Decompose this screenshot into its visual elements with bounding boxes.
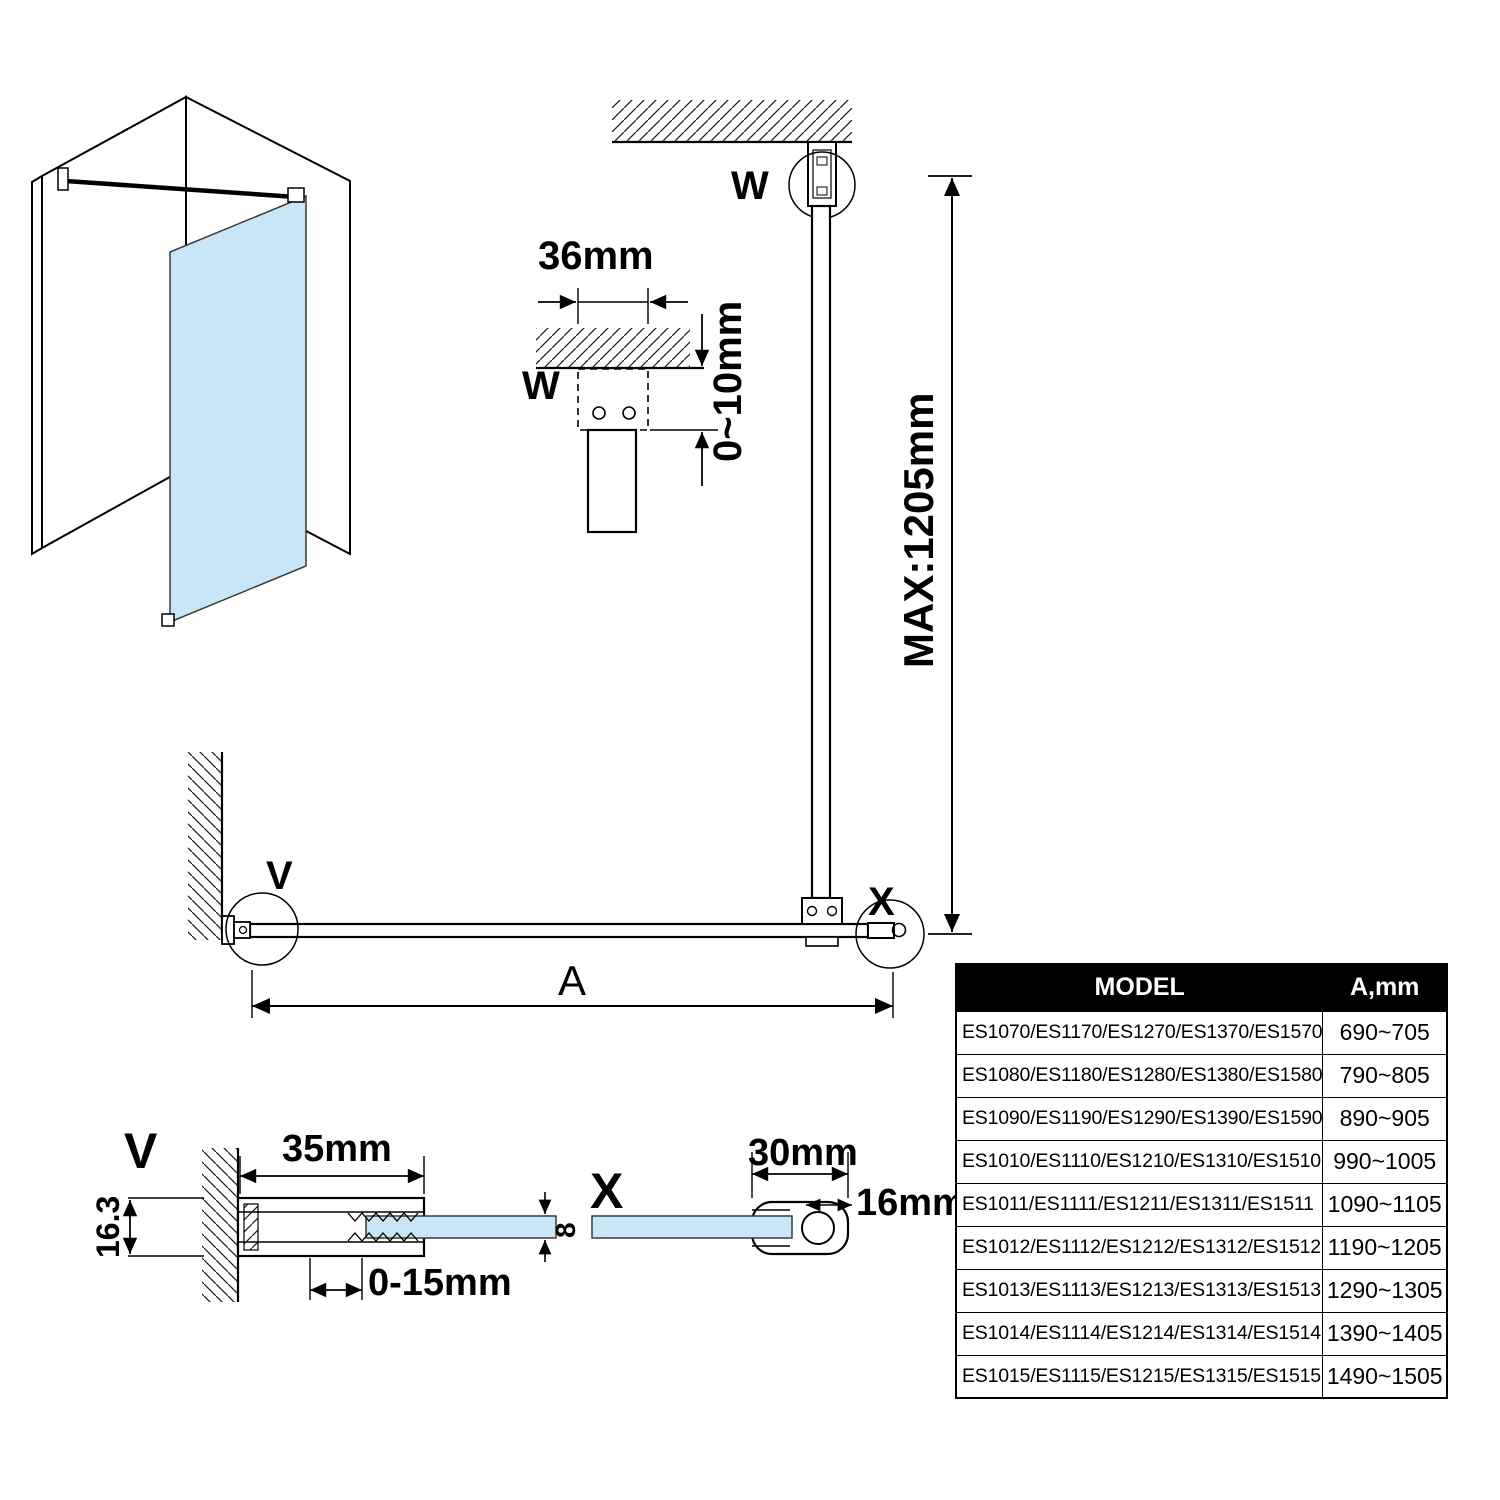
a-value-cell: 790~805 <box>1322 1053 1448 1098</box>
wall-mount <box>57 167 69 191</box>
model-cell: ES1080/ES1180/ES1280/ES1380/ES1580 <box>955 1053 1324 1098</box>
model-cell: ES1013/ES1113/ES1213/ES1313/ES1513 <box>955 1268 1324 1313</box>
spec-table: MODEL A,mm ES1070/ES1170/ES1270/ES1370/E… <box>955 963 1448 1399</box>
detail-x-ring <box>855 899 925 969</box>
bar-clamp <box>801 897 843 925</box>
screw-hole <box>622 406 636 420</box>
model-cell: ES1014/ES1114/ES1214/ES1314/ES1514 <box>955 1311 1324 1356</box>
detail-w-main-label: W <box>731 164 769 208</box>
bar-section <box>586 428 638 534</box>
dim-0-15mm-label: 0-15mm <box>368 1262 512 1304</box>
wall-hatch <box>188 752 222 940</box>
wall-bracket-arm <box>233 921 251 939</box>
clamp-screw <box>826 905 838 917</box>
support-bar <box>65 178 297 200</box>
a-value-cell: 1390~1405 <box>1322 1311 1448 1356</box>
dim-max-height-label: MAX:1205mm <box>895 392 942 668</box>
detail-v-label: V <box>124 1123 158 1179</box>
model-cell: ES1070/ES1170/ES1270/ES1370/ES1570 <box>955 1010 1324 1055</box>
dim-35mm-label: 35mm <box>282 1128 392 1170</box>
clamp-screw <box>806 905 818 917</box>
bar-end-cap <box>867 922 895 939</box>
model-cell: ES1015/ES1115/ES1215/ES1315/ES1515 <box>955 1354 1324 1399</box>
a-value-cell: 990~1005 <box>1322 1139 1448 1184</box>
detail-v-ring <box>225 892 299 966</box>
dim-16-3-label: 16.3 <box>90 1195 126 1258</box>
detail-w-section-label: W <box>522 364 560 408</box>
model-cell: ES1011/ES1111/ES1211/ES1311/ES1511 <box>955 1182 1324 1227</box>
model-column-header: MODEL <box>955 963 1324 1012</box>
dim-36mm-label: 36mm <box>538 234 654 278</box>
model-cell: ES1012/ES1112/ES1212/ES1312/ES1512 <box>955 1225 1324 1270</box>
a-value-cell: 1190~1205 <box>1322 1225 1448 1270</box>
dim-0-10mm-label: 0~10mm <box>706 300 750 462</box>
screw-hole <box>592 406 606 420</box>
isometric-view <box>31 95 351 627</box>
wall-anchor-view <box>188 752 894 1018</box>
glass-panel <box>169 194 307 624</box>
dim-a-label: A <box>558 957 587 1004</box>
dim-30mm-label: 30mm <box>748 1132 858 1174</box>
floor-foot <box>161 613 175 627</box>
detail-x-label: X <box>590 1163 624 1219</box>
clamp-serration-top <box>347 1212 419 1222</box>
dim-16mm-label: 16mm <box>856 1182 966 1224</box>
glass-section <box>365 1215 557 1239</box>
detail-w-bracket-section <box>536 288 718 534</box>
model-cell: ES1090/ES1190/ES1290/ES1390/ES1590 <box>955 1096 1324 1141</box>
a-value-cell: 1490~1505 <box>1322 1354 1448 1399</box>
a-column-header: A,mm <box>1322 963 1448 1012</box>
vertical-bar <box>810 204 832 900</box>
detail-v-main-label: V <box>266 854 293 898</box>
hidden-bracket <box>577 368 649 431</box>
dim-8mm-label: 8 <box>550 1222 581 1238</box>
end-cap-screw <box>891 922 907 938</box>
bracket-screw <box>238 925 248 935</box>
a-value-cell: 890~905 <box>1322 1096 1448 1141</box>
bar-glass-fitting <box>287 187 305 203</box>
profile-anchor-block <box>243 1203 259 1251</box>
a-value-cell: 1290~1305 <box>1322 1268 1448 1313</box>
a-value-cell: 1090~1105 <box>1322 1182 1448 1227</box>
clamp-serration-bottom <box>347 1232 419 1242</box>
detail-x-clamp <box>591 1152 852 1256</box>
glass-section <box>591 1215 793 1239</box>
main-assembly <box>248 100 972 969</box>
left-wall-edge <box>31 175 43 556</box>
a-value-cell: 690~705 <box>1322 1010 1448 1055</box>
horizontal-bar <box>248 922 870 939</box>
wall-hatch <box>202 1148 238 1302</box>
spec-table-header-row: MODEL A,mm <box>955 963 1448 1012</box>
detail-x-main-label: X <box>868 880 895 924</box>
left-wall <box>41 95 187 550</box>
ceiling-hatch <box>536 328 690 368</box>
ceiling-hatch <box>612 100 852 142</box>
detail-v-profile <box>122 1148 557 1302</box>
bar-bore <box>801 1211 835 1245</box>
clamp-underplate <box>805 936 839 947</box>
model-cell: ES1010/ES1110/ES1210/ES1310/ES1510 <box>955 1139 1324 1184</box>
